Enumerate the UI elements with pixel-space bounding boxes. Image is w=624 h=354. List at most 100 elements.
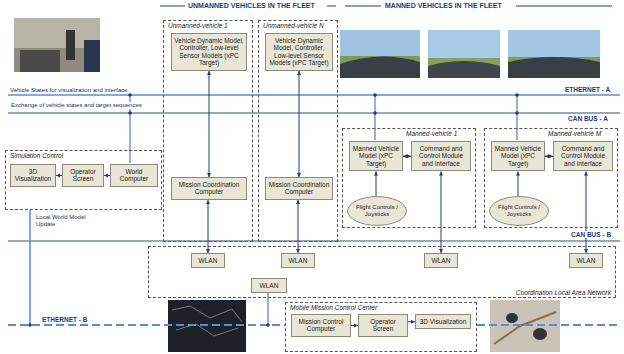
arrow-head <box>516 171 520 175</box>
sensor-photo-texture <box>172 306 242 336</box>
cockpit-photo-frame <box>340 56 420 78</box>
process-box: WLAN <box>424 253 458 268</box>
connector <box>545 154 553 158</box>
annotation-label: Exchange of vehicle states and target se… <box>10 102 143 109</box>
group-label: Manned-vehicle 1 <box>405 130 458 137</box>
group-region: Manned-vehicle 1 Manned Vehicle Model (xP… <box>342 128 476 228</box>
node-label: Operator Screen <box>65 168 101 183</box>
node-label: World Computer <box>113 168 155 183</box>
bus-joint <box>128 93 132 97</box>
map-photo-blob <box>506 313 518 323</box>
bus-drop <box>29 210 31 325</box>
connector <box>439 171 443 253</box>
connector <box>584 171 588 253</box>
bus-drop <box>517 95 518 140</box>
process-box: Vehicle Dynamic Model, Controller, Low-l… <box>171 33 247 71</box>
connector <box>516 171 520 196</box>
group-region: Manned-vehicle MManned Vehicle Model (xP… <box>484 128 618 228</box>
process-box: WLAN <box>251 278 287 293</box>
group-region: Coordination Local Area Network WLAN WLAN W… <box>148 246 616 298</box>
annotation-label: ETHERNET - B <box>42 316 88 323</box>
ellipse-shape <box>490 197 549 226</box>
arrow-head <box>104 173 108 177</box>
group-region: Mobile Mission Control CenterMission Con… <box>285 302 477 352</box>
process-box: Mission Control Computer <box>291 314 351 337</box>
group-region: Unmanned-vehicle 1 Vehicle Dynamic Model,… <box>163 20 253 242</box>
bus-joint <box>373 93 377 97</box>
arrow-head <box>297 71 301 75</box>
node-label: WLAN <box>577 257 596 264</box>
process-box: WLAN <box>191 253 225 268</box>
connector <box>351 323 358 327</box>
control-ellipse: Flight Controls / Joysticks <box>489 196 549 226</box>
node-label: Vehicle Dynamic Model, Controller, Low-l… <box>268 37 330 67</box>
arrow-head <box>545 154 549 158</box>
group-label: Unmanned-vehicle N <box>262 22 325 29</box>
annotation-label: CAN BUS - A <box>568 115 608 122</box>
node-label: Operator Screen <box>361 318 405 333</box>
cockpit-photo <box>428 30 500 78</box>
arrow-head <box>56 173 60 177</box>
bus-joint <box>373 111 377 115</box>
group-label: Unmanned-vehicle 1 <box>167 22 229 29</box>
node-label: WLAN <box>199 257 218 264</box>
node-label: WLAN <box>260 282 279 289</box>
lab-photo-person <box>84 40 100 72</box>
node-label: Manned Vehicle Model (xPC Target) <box>352 145 400 167</box>
ethernet-bus <box>477 324 620 326</box>
group-label: Manned-vehicle M <box>547 130 602 137</box>
group-region: Unmanned-vehicle N Vehicle Dynamic Model,… <box>258 20 338 242</box>
node-label: Mission Control Computer <box>294 318 348 333</box>
bus-joint <box>515 111 519 115</box>
cockpit-photo-frame <box>508 57 600 78</box>
ethernet-bus <box>8 324 285 326</box>
node-label: 3D Visualization <box>13 168 53 183</box>
connector <box>403 154 411 158</box>
process-box: WLAN <box>281 253 315 268</box>
process-box: 3D Visualization <box>415 314 471 329</box>
bus-joint <box>515 93 519 97</box>
can-bus <box>8 112 620 113</box>
lab-photo <box>14 18 100 72</box>
control-ellipse: Flight Controls / Joysticks <box>347 196 407 226</box>
bus-joint <box>28 323 32 327</box>
arrow-head <box>403 154 407 158</box>
annotation-label: CAN BUS - B <box>570 231 612 238</box>
node-label: Command and Control Module and Interface <box>556 145 610 167</box>
connector-line <box>299 71 300 177</box>
connector <box>297 71 301 177</box>
node-label: Mission Coordination Computer <box>268 181 330 196</box>
lab-photo-rack <box>66 30 75 60</box>
group-label: Mobile Mission Control Center <box>289 304 378 311</box>
annotation-label: Vehicle States for visualization and int… <box>10 87 127 94</box>
header-line <box>327 6 336 7</box>
annotation-label: UNMANNED VEHICLES IN THE FLEET <box>188 2 315 10</box>
annotation-label: MANNED VEHICLES IN THE FLEET <box>385 2 502 10</box>
process-box: Operator Screen <box>62 164 104 187</box>
connector-line <box>441 171 442 253</box>
arrow-head <box>584 171 588 175</box>
node-label: Flight Controls / Joysticks <box>497 204 541 217</box>
cockpit-photo-ground <box>340 56 420 78</box>
connector-line <box>586 171 587 253</box>
map-photo-blob <box>533 328 547 340</box>
header-line <box>345 6 381 7</box>
arrow-head <box>296 200 300 204</box>
group-label: Coordination Local Area Network <box>515 289 612 296</box>
arrow-head <box>374 171 378 175</box>
node-label: Mission Coordination Computer <box>174 181 244 196</box>
arrow-head <box>439 171 443 175</box>
bus-drop <box>375 95 376 140</box>
ethernet-bus <box>8 94 620 96</box>
arrow-head <box>207 71 211 75</box>
lab-photo-desk <box>20 50 60 72</box>
arrow-head <box>206 200 210 204</box>
node-label: 3D Visualization <box>420 318 467 325</box>
process-box: Manned Vehicle Model (xPC Target) <box>491 141 545 171</box>
ellipse-shape <box>348 197 407 226</box>
cockpit-photo-ground <box>508 57 600 78</box>
group-label: Simulation Control <box>9 152 64 159</box>
node-label: WLAN <box>289 257 308 264</box>
connector <box>207 71 211 177</box>
